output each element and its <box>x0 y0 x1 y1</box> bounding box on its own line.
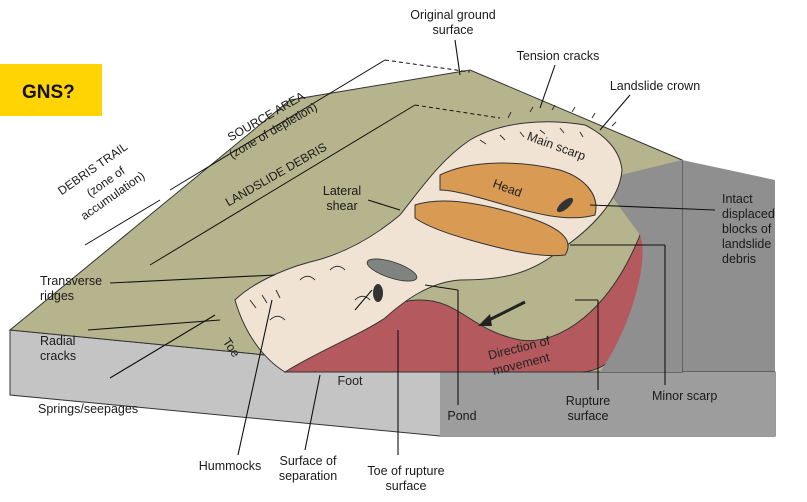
label-lateral-shear-1: Lateral <box>323 184 361 198</box>
label-springs: Springs/seepages <box>38 402 138 416</box>
banner-text: GNS? <box>22 82 75 103</box>
label-foot: Foot <box>337 374 363 388</box>
label-separation-1: Surface of <box>280 454 338 468</box>
label-toe-rupture-1: Toe of rupture <box>367 464 444 478</box>
label-rupture-1: Rupture <box>566 394 611 408</box>
label-radial-1: Radial <box>40 334 75 348</box>
label-lateral-shear-2: shear <box>326 199 357 213</box>
label-original-ground-2: surface <box>433 23 474 37</box>
label-tension-cracks: Tension cracks <box>517 49 600 63</box>
label-intact-5: debris <box>722 252 756 266</box>
label-minor-scarp: Minor scarp <box>652 389 717 403</box>
label-original-ground-1: Original ground <box>410 8 496 22</box>
label-intact-3: blocks of <box>722 222 772 236</box>
label-rupture-2: surface <box>568 409 609 423</box>
hummock-mark <box>373 284 383 302</box>
label-separation-2: separation <box>279 469 337 483</box>
label-intact-1: Intact <box>722 192 753 206</box>
label-intact-2: displaced <box>722 207 775 221</box>
label-transverse-1: Transverse <box>40 274 102 288</box>
label-pond: Pond <box>447 409 476 423</box>
label-toe-rupture-2: surface <box>386 479 427 493</box>
label-hummocks: Hummocks <box>199 459 262 473</box>
label-landslide-crown: Landslide crown <box>610 79 700 93</box>
label-transverse-2: ridges <box>40 289 74 303</box>
label-radial-2: cracks <box>40 349 76 363</box>
label-intact-4: landslide <box>722 237 771 251</box>
source-area-extension <box>385 60 470 72</box>
